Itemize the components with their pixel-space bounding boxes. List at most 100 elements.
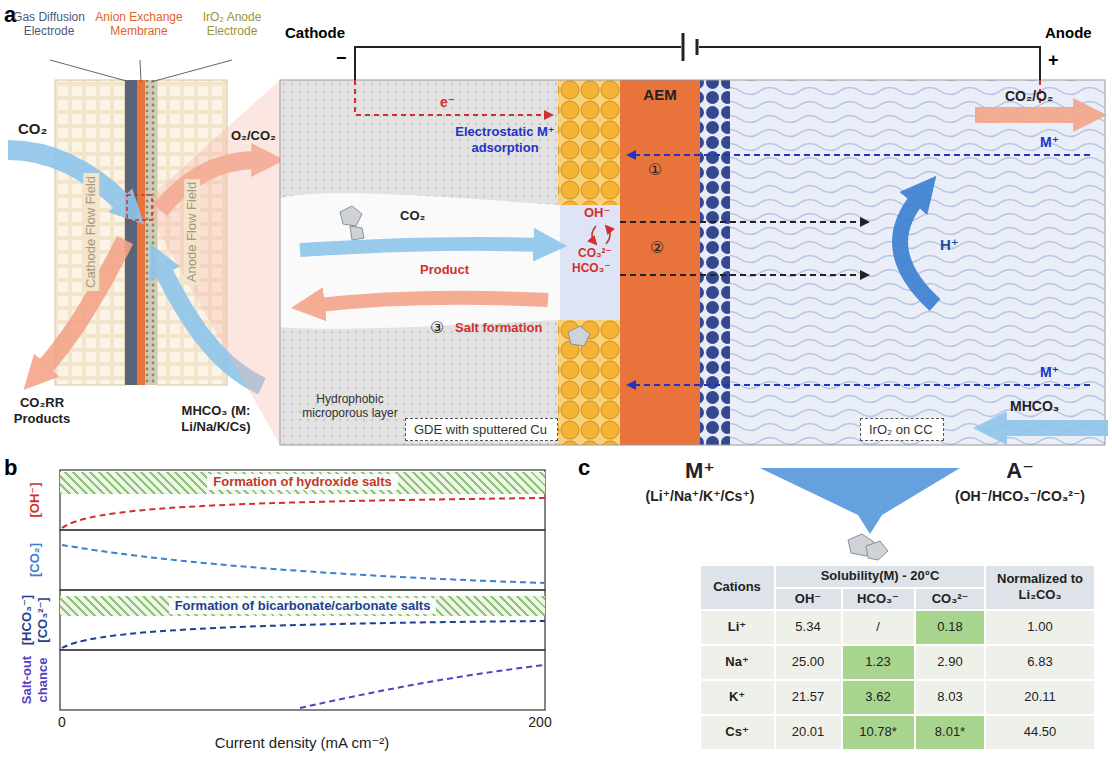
table-cell-text: CO₃²⁻ (932, 591, 969, 607)
circuit-wire (699, 47, 1040, 80)
table-cell-text: 25.00 (792, 654, 825, 670)
table-cell (915, 715, 985, 750)
table-cell-text: Li⁺ (728, 619, 746, 635)
gas-channel (280, 193, 560, 328)
panel-border (280, 80, 1105, 445)
species-label: OH⁻ (584, 205, 610, 221)
salt-crystal (568, 326, 590, 346)
flow-label: CO₂/O₂ (1005, 88, 1053, 105)
table-cell-text: HCO₃⁻ (857, 591, 899, 607)
species-label: M⁺ (1040, 134, 1059, 151)
flow-label: Product (420, 262, 469, 278)
table-cell-text: 5.34 (795, 619, 820, 635)
trend-curve (62, 545, 545, 583)
ion-label: A⁻ (1006, 458, 1034, 484)
table-cell-text: 3.62 (865, 689, 890, 705)
species-label: CO₂ (400, 208, 425, 224)
plot-frame (60, 530, 545, 590)
panel-letter: b (4, 455, 17, 481)
table-cell (775, 565, 985, 588)
electrode-tag: GDE with sputtered Cu (405, 418, 558, 441)
table-cell-text: 44.50 (1024, 724, 1057, 740)
interface-view (280, 80, 1105, 445)
table-cell-text: 8.03 (937, 689, 962, 705)
table-cell-text: Cations (713, 579, 761, 595)
panel-letter: c (578, 455, 590, 481)
table-cell (842, 715, 915, 750)
carbon-cloth (730, 80, 1105, 445)
table-cell (915, 610, 985, 645)
species-label: H⁺ (940, 236, 959, 254)
combination-arrow (760, 468, 960, 534)
plot-frame (60, 470, 545, 530)
flow-arrow (900, 198, 935, 305)
table-cell (700, 645, 775, 680)
table-cell (700, 565, 775, 610)
electrode-name: Cathode (285, 24, 345, 42)
flow-arrow (975, 107, 1080, 123)
node-text: AEM (643, 86, 676, 103)
plot-frame (60, 590, 545, 650)
table-cell-text: 1.23 (865, 654, 890, 670)
copper-catalyst (558, 80, 620, 205)
anion-path (620, 221, 868, 223)
table-cell (842, 645, 915, 680)
table-cell (915, 645, 985, 680)
ion-list: (Li⁺/Na⁺/K⁺/Cs⁺) (646, 488, 755, 505)
electron-path (355, 80, 552, 115)
callout-number: ② (650, 238, 664, 257)
table-cell (700, 680, 775, 715)
equilibrium-arrow (592, 226, 596, 244)
table-cell (775, 680, 842, 715)
membrane-label-band: AEM (620, 80, 700, 445)
catholyte-zone (560, 205, 620, 320)
leader-line (50, 60, 130, 82)
electrode-name: Anode (1045, 24, 1092, 42)
table-cell (775, 715, 842, 750)
process-note: Electrostatic M⁺ adsorption (440, 124, 570, 155)
ion-list: (OH⁻/HCO₃⁻/CO₃²⁻) (955, 488, 1085, 505)
species-label: M⁺ (1040, 364, 1059, 381)
zoom-box (127, 195, 152, 220)
leader-line (50, 60, 232, 82)
anion-exchange-membrane (137, 80, 145, 385)
salt-crystal (350, 226, 364, 240)
flow-arrow (318, 298, 548, 305)
electrode-tag: IrO₂ on CC (860, 418, 944, 441)
circuit-wire (355, 33, 1040, 80)
table-cell-text: Cs⁺ (725, 724, 748, 740)
zoom-wedge (152, 80, 280, 445)
part-name: Cathode Flow Field (83, 173, 99, 291)
table-cell-text: 6.83 (1027, 654, 1052, 670)
anode-electrode (145, 80, 157, 385)
table-cell-text: 10.78* (859, 724, 897, 740)
callout-number: ① (648, 160, 662, 179)
table-cell (775, 645, 842, 680)
leader-line (140, 60, 141, 82)
flow-label: CO₂ (18, 120, 47, 138)
table-cell (915, 680, 985, 715)
table-cell (985, 680, 1095, 715)
node-text: Formation of hydroxide salts (207, 474, 397, 490)
table-cell-text: / (876, 619, 880, 635)
ion-label: M⁺ (685, 458, 715, 484)
table-cell (915, 588, 985, 610)
callout-number: ③ (430, 318, 444, 337)
table-cell-text: Na⁺ (725, 654, 748, 670)
salt-region-band: Formation of hydroxide salts (60, 472, 545, 494)
circuit-wire (355, 47, 681, 80)
table-cell-text: K⁺ (729, 689, 745, 705)
part-name: Anode Flow Field (184, 179, 200, 285)
flow-label: MHCO₃ (M: Li/Na/K/Cs) (160, 403, 272, 434)
salt-crystal (866, 541, 888, 560)
flow-label: O₂/CO₂ (231, 128, 276, 144)
table-cell (842, 610, 915, 645)
tick-label: 0 (58, 714, 66, 731)
node-text: IrO₂ on CC (869, 422, 933, 437)
flow-label: CO₂RR Products (2, 395, 82, 426)
cation-path (628, 384, 1090, 386)
table-cell-text: 8.01* (935, 724, 965, 740)
salt-crystal (340, 206, 888, 560)
polarity-sign: + (1048, 50, 1059, 72)
